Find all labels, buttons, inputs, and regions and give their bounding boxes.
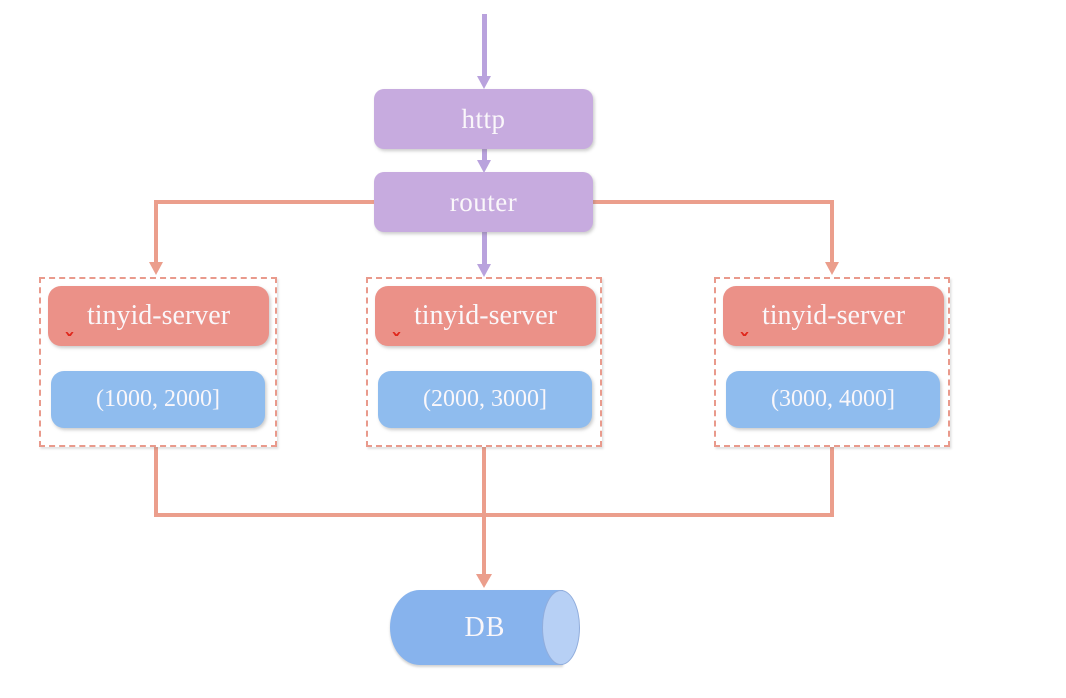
router-node: router xyxy=(374,172,593,232)
range-node-3: (3000, 4000] xyxy=(726,371,940,428)
range-node-1: (1000, 2000] xyxy=(51,371,265,428)
db-node: DB xyxy=(390,590,580,665)
line-server3-to-bus xyxy=(830,446,834,517)
server-node-1: tinyid-server ˇ xyxy=(48,286,269,355)
spellcheck-mark-icon: ˇ xyxy=(64,331,75,356)
line-router-branch-right xyxy=(591,200,834,204)
db-label: DB xyxy=(464,611,506,643)
arrowhead-http-to-router-icon xyxy=(477,160,491,173)
server-name-3: tinyid-server xyxy=(761,300,906,331)
arrowhead-router-to-server1-icon xyxy=(149,262,163,275)
line-bus-horizontal xyxy=(154,513,834,517)
arrowhead-incoming-to-http-icon xyxy=(477,76,491,89)
arrow-line-http-to-router xyxy=(482,149,487,161)
db-cylinder-face xyxy=(542,590,580,665)
arrow-line-router-to-server3 xyxy=(830,200,834,263)
spellcheck-mark-icon: ˇ xyxy=(391,331,402,356)
http-label: http xyxy=(461,103,506,134)
server-node-3: tinyid-server ˇ xyxy=(723,286,944,355)
server-node-2: tinyid-server ˇ xyxy=(375,286,596,355)
server-group-2: tinyid-server ˇ (2000, 3000] xyxy=(366,277,602,447)
server-group-1: tinyid-server ˇ (1000, 2000] xyxy=(39,277,277,447)
server-group-3: tinyid-server ˇ (3000, 4000] xyxy=(714,277,950,447)
line-router-branch-left xyxy=(156,200,376,204)
db-label-wrap: DB xyxy=(390,590,580,665)
server-name-2: tinyid-server xyxy=(413,300,558,331)
arrow-line-incoming-to-http xyxy=(482,14,487,76)
http-node: http xyxy=(374,89,593,149)
range-label-1: (1000, 2000] xyxy=(96,386,220,412)
range-label-3: (3000, 4000] xyxy=(771,386,895,412)
arrowhead-router-to-server3-icon xyxy=(825,262,839,275)
db-cylinder-body xyxy=(390,590,563,665)
spellcheck-mark-icon: ˇ xyxy=(739,331,750,356)
arrow-line-router-to-server2 xyxy=(482,232,487,265)
arrow-line-router-to-server1 xyxy=(154,200,158,263)
range-label-2: (2000, 3000] xyxy=(423,386,547,412)
router-label: router xyxy=(449,186,518,217)
server-name-1: tinyid-server xyxy=(86,300,231,331)
arrowhead-servers-to-db-icon xyxy=(476,574,492,588)
line-server1-to-bus xyxy=(154,447,158,517)
arrowhead-router-to-server2-icon xyxy=(477,264,491,277)
arrow-line-servers-to-db xyxy=(482,447,486,575)
range-node-2: (2000, 3000] xyxy=(378,371,592,428)
